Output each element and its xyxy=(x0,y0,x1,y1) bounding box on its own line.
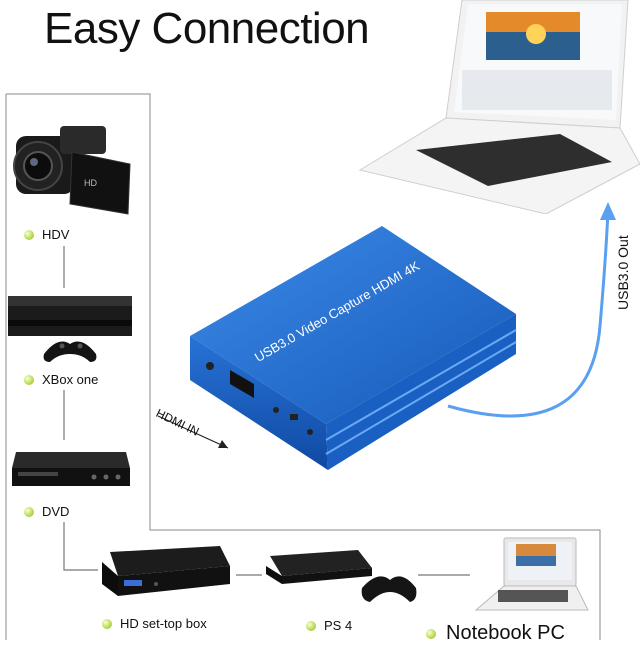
dvd-player-icon xyxy=(12,452,130,486)
camcorder-icon: HD xyxy=(13,126,131,215)
hdmi-in-arrow xyxy=(157,415,229,449)
target-label: Notebook PC xyxy=(446,622,565,644)
capture-device-icon xyxy=(190,226,517,470)
bullet-icon xyxy=(24,506,34,517)
bullet-icon xyxy=(102,618,112,629)
xbox-console-icon xyxy=(8,296,132,362)
source-ps4: PS 4 xyxy=(306,618,352,633)
source-xbox: XBox one xyxy=(24,372,98,387)
bullet-icon xyxy=(306,620,316,631)
notebook-pc-small-icon xyxy=(474,537,589,611)
page-title: Easy Connection xyxy=(44,4,370,53)
ps4-console-icon xyxy=(266,550,417,602)
source-label: PS 4 xyxy=(324,618,353,633)
source-hdv: HDV xyxy=(24,227,69,242)
set-top-box-icon xyxy=(102,546,230,596)
target-notebook: Notebook PC xyxy=(426,622,565,645)
source-set-top-box: HD set-top box xyxy=(102,616,207,631)
source-label: HDV xyxy=(42,227,70,242)
laptop-large-icon xyxy=(358,0,640,214)
source-dvd: DVD xyxy=(24,504,69,519)
bullet-icon xyxy=(24,229,34,240)
source-label: HD set-top box xyxy=(120,616,207,631)
svg-text:HD: HD xyxy=(84,178,97,188)
source-label: XBox one xyxy=(42,372,99,387)
usb-out-arrow xyxy=(447,202,616,418)
usb-out-label: USB3.0 Out xyxy=(615,235,631,310)
source-label: DVD xyxy=(42,504,70,519)
bullet-icon xyxy=(426,628,436,639)
bullet-icon xyxy=(24,374,34,385)
